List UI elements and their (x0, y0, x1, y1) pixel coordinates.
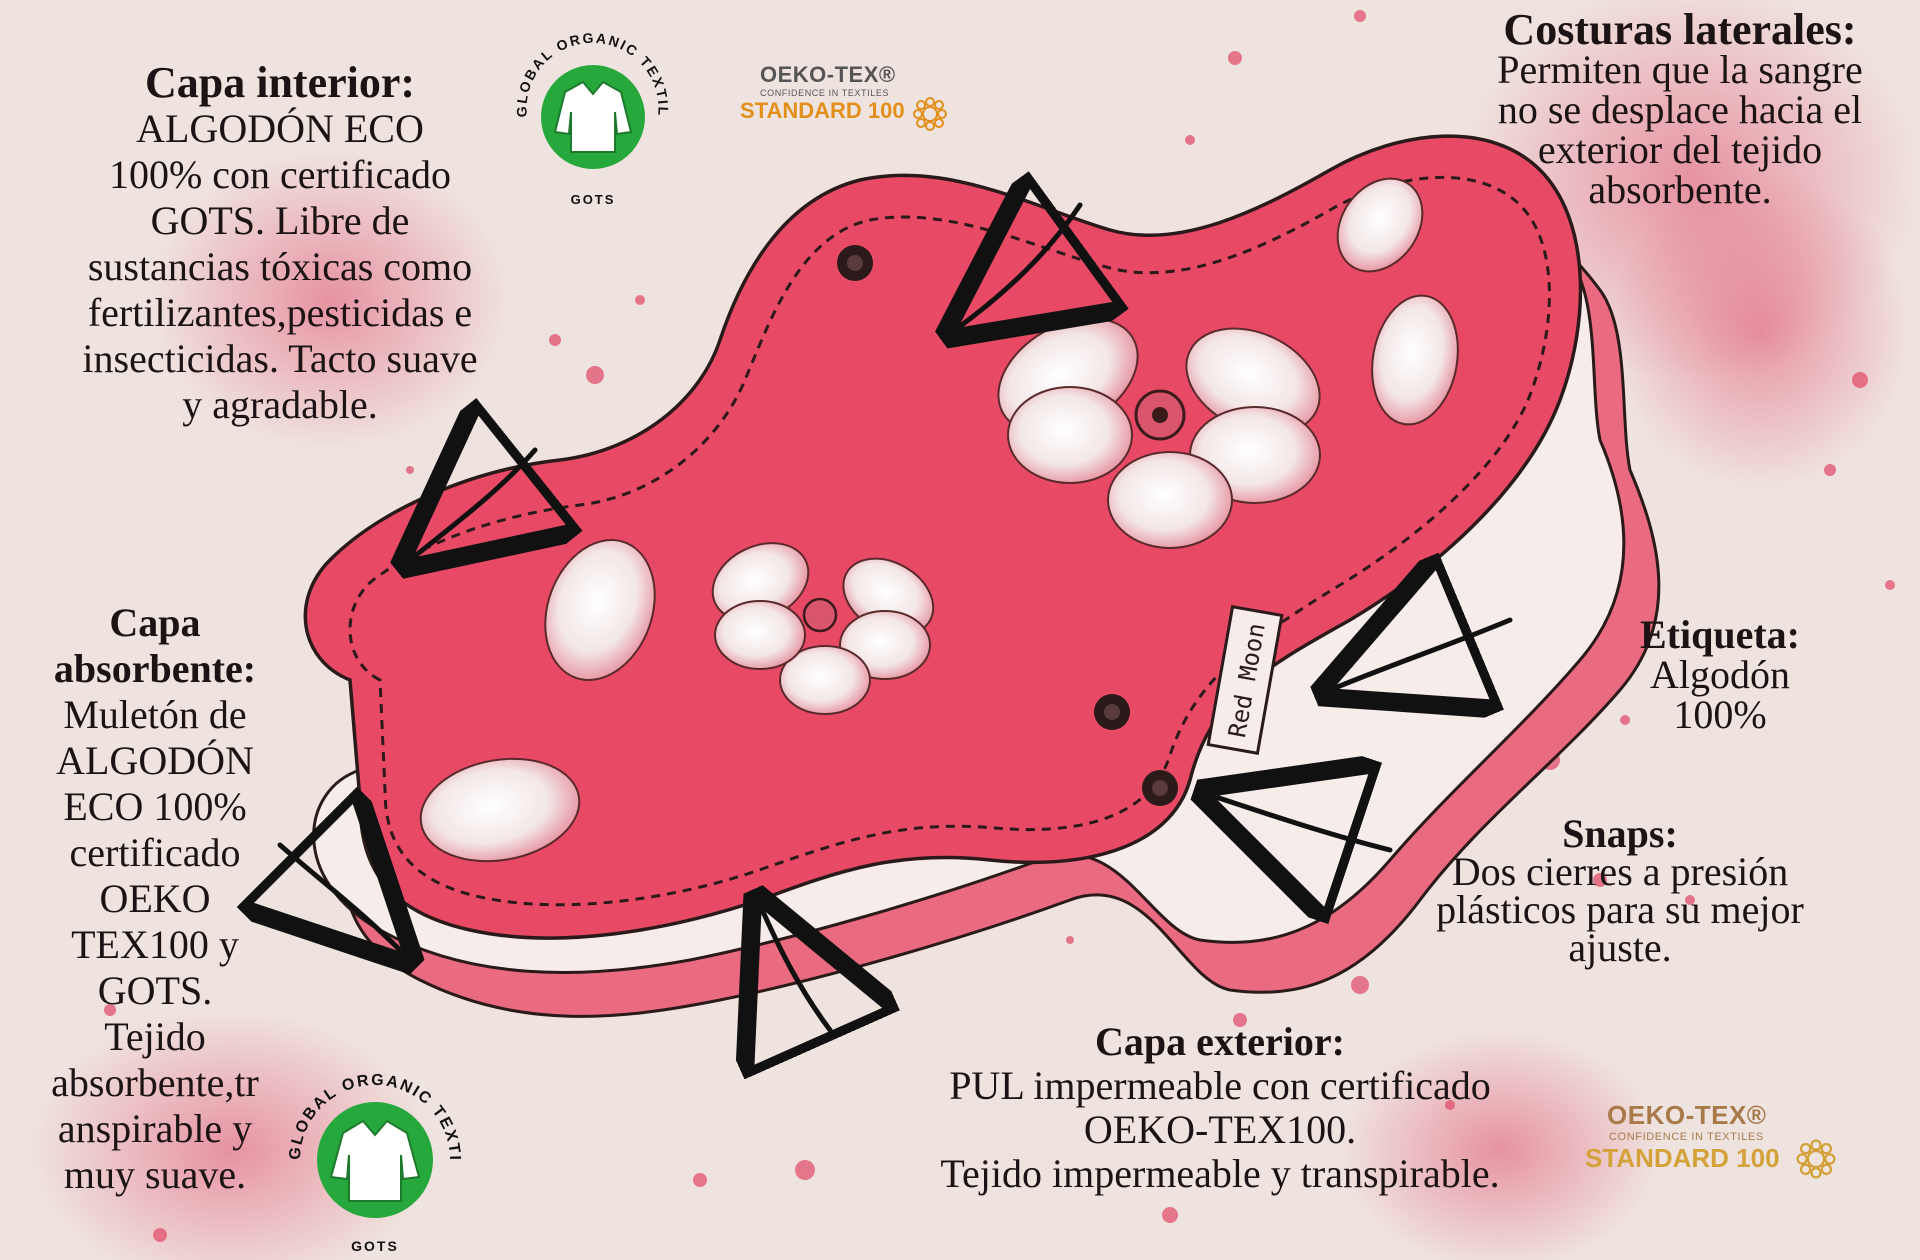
inner-layer-line: y agradable. (182, 382, 378, 427)
oeko-tex-name: OEKO-TEX® (760, 62, 896, 87)
petal (1336, 177, 1424, 273)
pad-tag: Red Moon (1206, 604, 1284, 756)
flower-decorations (419, 177, 1459, 863)
annotation-inner-layer: Capa interior: ALGODÓN ECO 100% con cert… (40, 60, 520, 428)
absorbent-layer-line: absorbente,tr (51, 1060, 259, 1105)
side-seams-heading: Costuras laterales: (1503, 5, 1857, 54)
absorbent-layer-line: ALGODÓN (56, 738, 254, 783)
arrow-outer-layer (760, 905, 830, 1030)
gots-badge-bottom: GLOBAL ORGANIC TEXTILE STANDARD GOTS (275, 1055, 461, 1254)
annotation-absorbent-layer: Capa absorbente: Muletón de ALGODÓN ECO … (20, 600, 290, 1198)
inner-layer-line: insecticidas. Tacto suave (82, 336, 478, 381)
oeko-tex-standard: STANDARD 100 (1585, 1143, 1780, 1173)
absorbent-layer-line: muy suave. (63, 1152, 247, 1197)
absorbent-layer-line: ECO 100% (63, 784, 247, 829)
oeko-tex-badge-bottom: OEKO-TEX® CONFIDENCE IN TEXTILES STANDAR… (1585, 1100, 1845, 1180)
side-seams-line: absorbente. (1588, 167, 1772, 212)
snap-icon (837, 245, 873, 281)
arrow-absorbent-layer (280, 845, 405, 955)
label-heading: Etiqueta: (1640, 612, 1800, 657)
absorbent-layer-heading: Capa (109, 600, 201, 645)
petal (1371, 294, 1459, 426)
flower-small (711, 542, 935, 715)
absorbent-layer-line: Muletón de (63, 692, 247, 737)
absorbent-layer-line: GOTS. (97, 968, 213, 1013)
inner-layer-line: 100% con certificado (108, 152, 452, 197)
outer-layer-line: Tejido impermeable y transpirable. (940, 1151, 1500, 1196)
absorbent-layer-line: OEKO (99, 876, 211, 921)
shirt-icon (329, 1119, 421, 1202)
outer-layer-heading: Capa exterior: (1095, 1019, 1345, 1064)
inner-layer-line: sustancias tóxicas como (87, 244, 473, 289)
annotation-side-seams: Costuras laterales: Permiten que la sang… (1450, 5, 1910, 212)
snaps-heading: Snaps: (1562, 811, 1678, 856)
absorbent-layer-line: TEX100 y (71, 922, 239, 967)
absorbent-layer-line: certificado (69, 830, 241, 875)
gots-badge-top: GLOBAL ORGANIC TEXTILE STANDARD GOTS (505, 22, 670, 207)
inner-layer-heading: Capa interior: (144, 58, 416, 107)
annotation-snaps: Snaps: Dos cierres a presión plásticos p… (1390, 811, 1850, 970)
pointer-arrows (280, 205, 1513, 1030)
gots-bottom-text: GOTS (571, 192, 616, 207)
snaps-line: ajuste. (1568, 925, 1672, 970)
inner-layer-line: ALGODÓN ECO (136, 106, 424, 151)
oeko-tex-name: OEKO-TEX® (1607, 1100, 1767, 1130)
side-seams-line: Permiten que la sangre (1497, 47, 1863, 92)
stitching-line (348, 175, 1551, 907)
oeko-tex-standard: STANDARD 100 (740, 98, 905, 123)
label-line: Algodón (1650, 652, 1790, 697)
oeko-tex-tagline: CONFIDENCE IN TEXTILES (760, 88, 890, 98)
arrow-snaps (1210, 795, 1393, 850)
sun-flower-icon (913, 97, 947, 131)
gots-bottom-text: GOTS (351, 1238, 399, 1254)
oeko-tex-badge-top: OEKO-TEX® CONFIDENCE IN TEXTILES STANDAR… (740, 62, 960, 132)
snap-icon (1142, 770, 1178, 806)
annotation-outer-layer: Capa exterior: PUL impermeable con certi… (870, 1020, 1570, 1196)
absorbent-layer-line: anspirable y (57, 1106, 253, 1151)
annotation-label: Etiqueta: Algodón 100% (1590, 615, 1850, 735)
inner-layer-line: GOTS. Libre de (150, 198, 410, 243)
arrow-label (1330, 620, 1513, 690)
absorbent-layer-heading: absorbente: (53, 646, 257, 691)
oeko-tex-tagline: CONFIDENCE IN TEXTILES (1609, 1131, 1764, 1143)
arrow-side-seams (410, 450, 535, 560)
arrow-inner-layer (955, 205, 1080, 330)
side-seams-line: exterior del tejido (1537, 127, 1823, 172)
snap-icon (1094, 694, 1130, 730)
outer-layer-line: OEKO-TEX100. (1083, 1107, 1357, 1152)
snaps-line: Dos cierres a presión (1451, 849, 1789, 894)
sun-flower-icon (1796, 1139, 1836, 1179)
shirt-icon (553, 80, 633, 153)
snaps (837, 245, 1178, 806)
label-line: 100% (1673, 692, 1767, 737)
outer-layer-line: PUL impermeable con certificado (949, 1063, 1491, 1108)
absorbent-layer-line: Tejido (104, 1014, 206, 1059)
snaps-line: plásticos para su mejor (1436, 887, 1804, 932)
side-seams-line: no se desplace hacia el (1497, 87, 1863, 132)
inner-layer-line: fertilizantes,pesticidas e (87, 290, 473, 335)
